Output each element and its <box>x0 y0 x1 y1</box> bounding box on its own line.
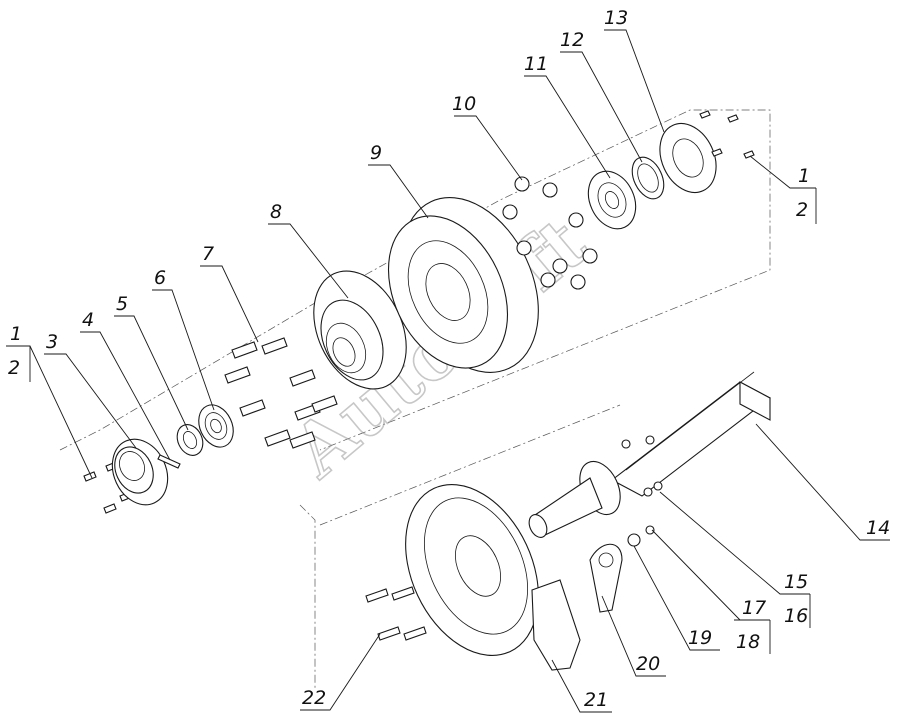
callout-2-left: 2 <box>8 357 20 379</box>
part-brake-drum <box>387 197 539 373</box>
callout-labels: 1 2 3 4 5 6 7 8 9 10 11 12 13 1 2 14 15 … <box>8 7 890 711</box>
callout-8: 8 <box>270 201 282 223</box>
callout-13: 13 <box>604 7 628 29</box>
callout-22: 22 <box>302 687 326 709</box>
callout-7: 7 <box>202 243 214 265</box>
part-spindle <box>528 460 621 538</box>
label-dividers <box>6 187 817 654</box>
part-cotter-pin <box>157 454 181 469</box>
part-lower-bolts <box>365 586 427 641</box>
part-brake-backing-plate <box>405 484 539 656</box>
callout-20: 20 <box>636 653 660 675</box>
part-wheel-hub <box>313 270 407 390</box>
callout-2-right: 2 <box>796 199 808 221</box>
part-castle-nut <box>176 424 204 456</box>
callout-4: 4 <box>82 309 94 331</box>
callout-10: 10 <box>452 93 476 115</box>
callout-19: 19 <box>688 627 712 649</box>
callout-12: 12 <box>560 29 584 51</box>
part-screw-right <box>699 110 755 159</box>
part-cover-plate <box>659 123 717 193</box>
callout-16: 16 <box>784 605 808 627</box>
part-wheel-nuts <box>502 176 598 290</box>
callout-1-left: 1 <box>10 323 22 345</box>
part-slack-lever <box>589 543 623 613</box>
part-hub-cap <box>111 438 169 506</box>
part-outer-bearing <box>198 404 234 448</box>
part-washer-nut <box>627 525 655 547</box>
part-wheel-studs <box>224 337 338 449</box>
callout-11: 11 <box>524 53 548 75</box>
part-inner-bearing <box>587 170 637 230</box>
part-seal-ring <box>631 156 665 200</box>
callout-9: 9 <box>370 142 382 164</box>
callout-21: 21 <box>584 689 608 711</box>
part-brake-bracket <box>531 579 581 671</box>
callout-17: 17 <box>742 597 766 619</box>
callout-6: 6 <box>154 267 166 289</box>
callout-3: 3 <box>46 331 58 353</box>
part-axle-beam <box>610 371 772 497</box>
callout-1-right: 1 <box>798 165 810 187</box>
callout-18: 18 <box>736 631 760 653</box>
callout-5: 5 <box>116 293 128 315</box>
assembly-boundary <box>59 109 771 690</box>
callout-14: 14 <box>866 517 890 539</box>
part-beam-bolts <box>621 435 663 497</box>
callout-15: 15 <box>784 571 808 593</box>
